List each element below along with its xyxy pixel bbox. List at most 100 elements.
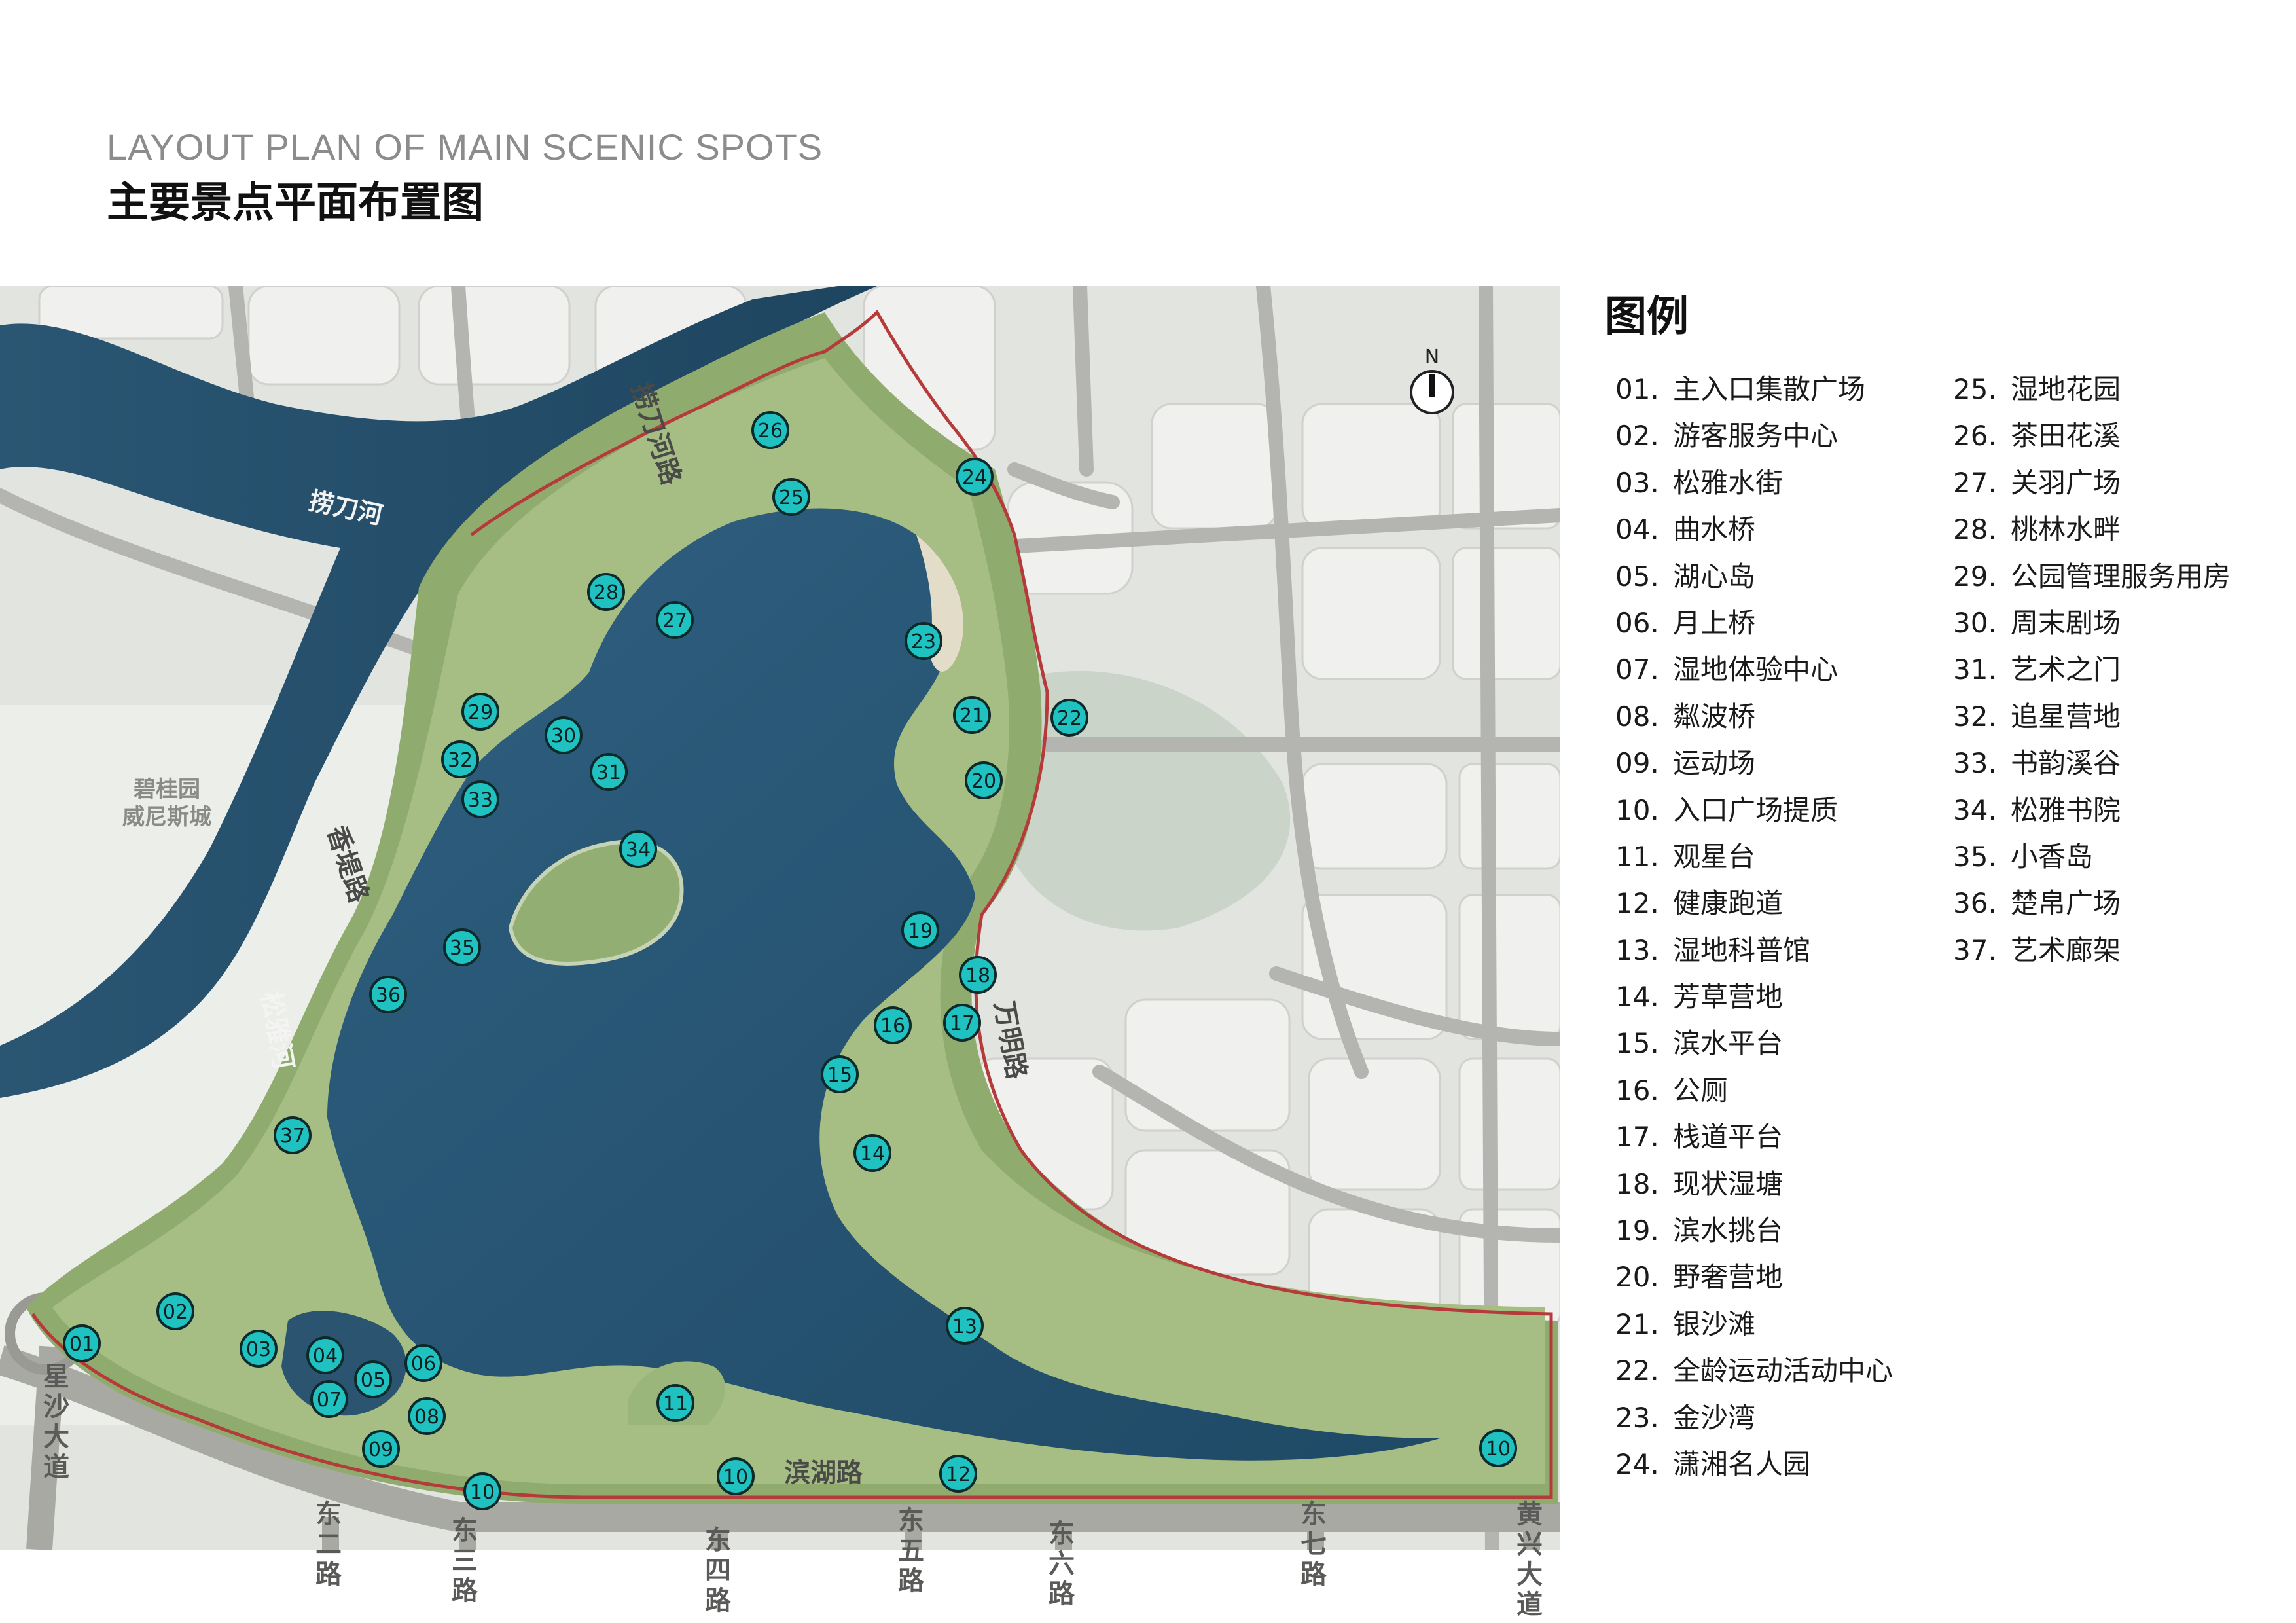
marker-circle[interactable] <box>946 1307 984 1345</box>
scenic-spot-marker[interactable]: 32 <box>441 740 479 778</box>
scenic-spot-marker[interactable]: 11 <box>656 1384 694 1422</box>
marker-circle[interactable] <box>939 1455 977 1493</box>
scenic-spot-marker[interactable]: 30 <box>545 716 583 754</box>
marker-circle[interactable] <box>362 1430 400 1468</box>
marker-circle[interactable] <box>772 478 810 516</box>
marker-number: 27 <box>662 610 687 632</box>
marker-circle[interactable] <box>821 1055 859 1093</box>
legend-item-number: 21. <box>1615 1307 1659 1340</box>
marker-circle[interactable] <box>274 1116 312 1154</box>
marker-circle[interactable] <box>751 411 789 449</box>
scenic-spot-marker[interactable]: 13 <box>946 1307 984 1345</box>
marker-circle[interactable] <box>240 1330 278 1368</box>
marker-circle[interactable] <box>443 928 481 966</box>
scenic-spot-marker[interactable]: 10 <box>1479 1429 1517 1467</box>
legend-item-number: 16. <box>1615 1074 1659 1106</box>
marker-circle[interactable] <box>63 1324 101 1362</box>
marker-circle[interactable] <box>656 1384 694 1422</box>
marker-number: 28 <box>594 581 619 604</box>
marker-circle[interactable] <box>461 693 499 731</box>
marker-circle[interactable] <box>404 1344 442 1382</box>
legend-item-number: 25. <box>1953 373 1997 405</box>
scenic-spot-marker[interactable]: 06 <box>404 1344 442 1382</box>
scenic-spot-marker[interactable]: 34 <box>619 830 657 868</box>
legend-item-number: 26. <box>1953 420 1997 452</box>
marker-circle[interactable] <box>905 622 942 660</box>
marker-circle[interactable] <box>590 753 628 791</box>
marker-number: 10 <box>470 1481 495 1504</box>
marker-circle[interactable] <box>441 740 479 778</box>
marker-circle[interactable] <box>956 458 994 496</box>
scenic-spot-marker[interactable]: 15 <box>821 1055 859 1093</box>
marker-circle[interactable] <box>354 1360 392 1398</box>
legend-item-name: 粼波桥 <box>1673 700 1756 733</box>
marker-circle[interactable] <box>853 1134 891 1172</box>
scenic-spot-marker[interactable]: 12 <box>939 1455 977 1493</box>
scenic-spot-marker[interactable]: 16 <box>874 1006 912 1044</box>
scenic-spot-marker[interactable]: 07 <box>310 1380 348 1418</box>
marker-circle[interactable] <box>959 956 997 994</box>
scenic-spot-marker[interactable]: 19 <box>901 911 939 949</box>
scenic-spot-marker[interactable]: 31 <box>590 753 628 791</box>
scenic-spot-marker[interactable]: 23 <box>905 622 942 660</box>
marker-number: 05 <box>361 1369 386 1392</box>
scenic-spot-marker[interactable]: 02 <box>156 1292 194 1330</box>
marker-circle[interactable] <box>461 780 499 818</box>
marker-circle[interactable] <box>943 1004 981 1042</box>
marker-circle[interactable] <box>1050 699 1088 737</box>
scenic-spot-marker[interactable]: 33 <box>461 780 499 818</box>
scenic-spot-marker[interactable]: 01 <box>63 1324 101 1362</box>
legend-item: 20.野奢营地 <box>1615 1258 1893 1304</box>
marker-circle[interactable] <box>965 761 1003 799</box>
marker-number: 33 <box>468 789 493 812</box>
scenic-spot-marker[interactable]: 21 <box>953 696 991 734</box>
scenic-spot-marker[interactable]: 37 <box>274 1116 312 1154</box>
legend-item-name: 湿地体验中心 <box>1673 653 1839 686</box>
scenic-spot-marker[interactable]: 25 <box>772 478 810 516</box>
legend-item-number: 10. <box>1615 793 1659 826</box>
marker-circle[interactable] <box>656 601 694 639</box>
marker-circle[interactable] <box>408 1397 446 1435</box>
scenic-spot-marker[interactable]: 08 <box>408 1397 446 1435</box>
scenic-spot-marker[interactable]: 20 <box>965 761 1003 799</box>
legend-item: 29.公园管理服务用房 <box>1953 557 2231 604</box>
community-labels: 碧桂园 威尼斯城 <box>122 776 211 830</box>
scenic-spot-marker[interactable]: 10 <box>463 1472 501 1510</box>
scenic-spot-marker[interactable]: 22 <box>1050 699 1088 737</box>
marker-circle[interactable] <box>901 911 939 949</box>
legend-item-number: 33. <box>1953 747 1997 780</box>
marker-circle[interactable] <box>369 976 407 1013</box>
marker-circle[interactable] <box>1479 1429 1517 1467</box>
scenic-spot-marker[interactable]: 14 <box>853 1134 891 1172</box>
marker-circle[interactable] <box>545 716 583 754</box>
scenic-spot-marker[interactable]: 26 <box>751 411 789 449</box>
scenic-spot-marker[interactable]: 10 <box>717 1457 755 1495</box>
marker-circle[interactable] <box>310 1380 348 1418</box>
scenic-spot-marker[interactable]: 36 <box>369 976 407 1013</box>
scenic-spot-marker[interactable]: 05 <box>354 1360 392 1398</box>
legend-item: 33.书韵溪谷 <box>1953 744 2231 790</box>
scenic-spot-marker[interactable]: 09 <box>362 1430 400 1468</box>
marker-circle[interactable] <box>619 830 657 868</box>
scenic-spot-marker[interactable]: 18 <box>959 956 997 994</box>
scenic-spot-marker[interactable]: 28 <box>587 573 625 611</box>
legend-item-name: 公园管理服务用房 <box>2011 560 2231 593</box>
scenic-spot-marker[interactable]: 04 <box>306 1336 344 1374</box>
scenic-spot-marker[interactable]: 03 <box>240 1330 278 1368</box>
marker-circle[interactable] <box>874 1006 912 1044</box>
scenic-spot-marker[interactable]: 17 <box>943 1004 981 1042</box>
scenic-spot-marker[interactable]: 29 <box>461 693 499 731</box>
marker-number: 25 <box>779 486 804 509</box>
marker-circle[interactable] <box>306 1336 344 1374</box>
scenic-spot-marker[interactable]: 35 <box>443 928 481 966</box>
marker-circle[interactable] <box>587 573 625 611</box>
label-binhu-road: 滨湖路 <box>784 1458 863 1488</box>
marker-circle[interactable] <box>953 696 991 734</box>
marker-circle[interactable] <box>717 1457 755 1495</box>
label-dong-er-road: 东二路 <box>315 1499 342 1590</box>
marker-circle[interactable] <box>156 1292 194 1330</box>
scenic-spot-marker[interactable]: 27 <box>656 601 694 639</box>
scenic-spot-marker[interactable]: 24 <box>956 458 994 496</box>
marker-circle[interactable] <box>463 1472 501 1510</box>
